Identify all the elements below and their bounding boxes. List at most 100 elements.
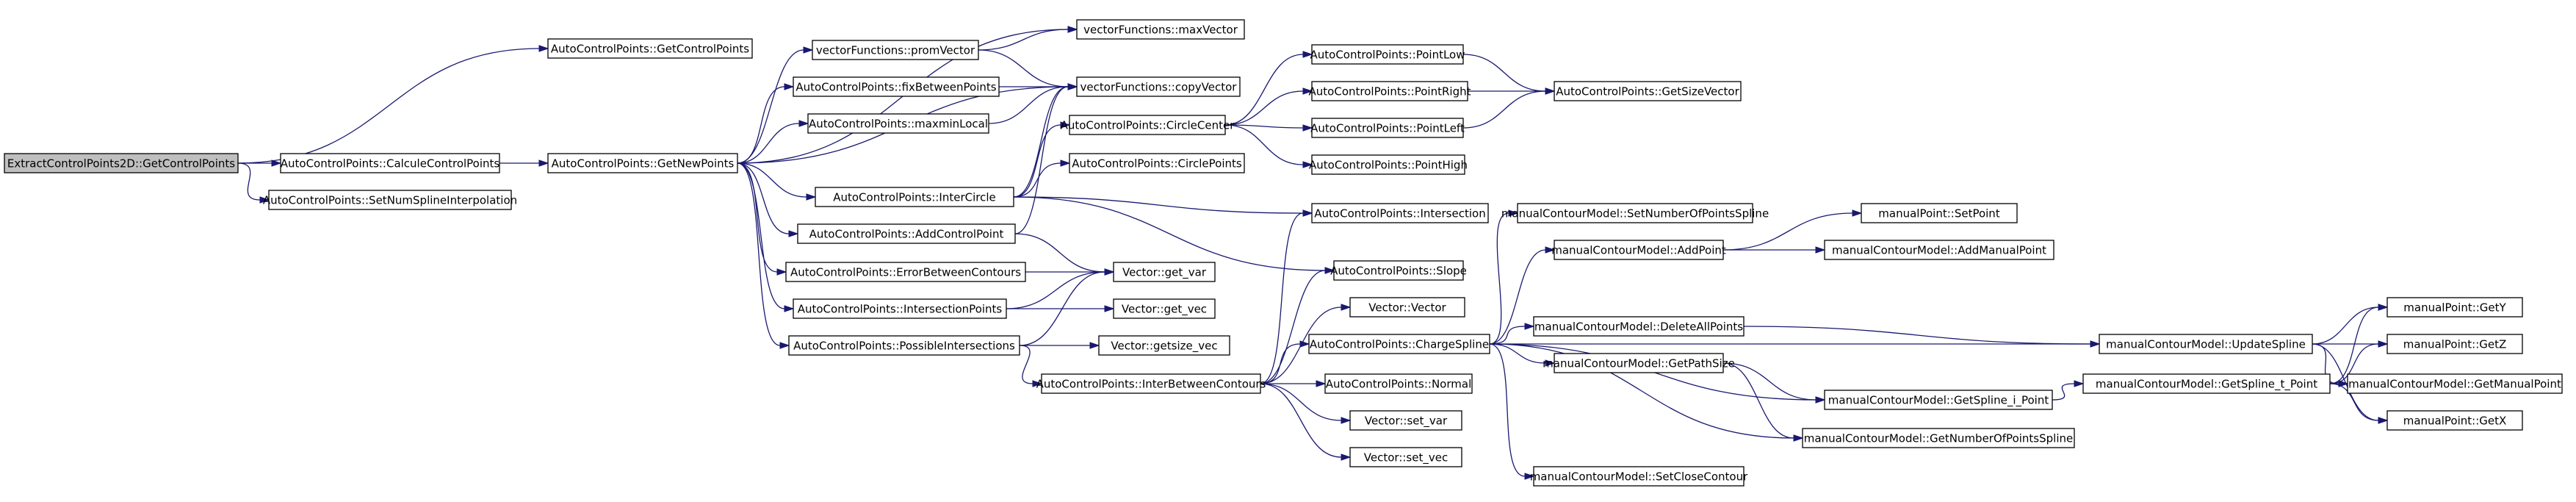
function-node[interactable]: manualContourModel::GetSpline_t_Point bbox=[2082, 373, 2331, 394]
call-edge bbox=[1722, 209, 1863, 251]
function-node[interactable]: Vector::Vector bbox=[1349, 297, 1465, 318]
call-edge bbox=[1489, 343, 1535, 480]
function-node[interactable]: manualContourModel::AddManualPoint bbox=[1824, 240, 2054, 260]
node-label: AutoControlPoints::SetNumSplineInterpola… bbox=[263, 194, 517, 207]
call-edge bbox=[1743, 326, 2101, 348]
function-node[interactable]: manualContourModel::GetManualPoint bbox=[2347, 373, 2563, 394]
edge-line bbox=[1006, 271, 1105, 309]
function-node[interactable]: AutoControlPoints::ChargeSpline bbox=[1308, 334, 1490, 354]
call-edge bbox=[237, 45, 549, 164]
edge-line bbox=[1224, 124, 1304, 165]
function-node[interactable]: manualPoint::GetZ bbox=[2386, 334, 2523, 354]
function-node[interactable]: manualContourModel::AddPoint bbox=[1551, 240, 1726, 260]
function-node[interactable]: manualContourModel::SetCloseContour bbox=[1530, 466, 1748, 487]
function-node[interactable]: AutoControlPoints::GetControlPoints bbox=[547, 38, 753, 59]
function-node[interactable]: manualPoint::GetX bbox=[2386, 410, 2523, 431]
function-node[interactable]: AutoControlPoints::SetNumSplineInterpola… bbox=[263, 190, 517, 210]
arrowhead-icon bbox=[1815, 396, 1826, 404]
function-node[interactable]: AutoControlPoints::CalculeControlPoints bbox=[280, 153, 500, 173]
function-node[interactable]: Vector::getsize_vec bbox=[1098, 335, 1230, 356]
arrowhead-icon bbox=[2378, 304, 2389, 311]
function-node[interactable]: Vector::get_var bbox=[1113, 262, 1216, 282]
edge-line bbox=[1260, 343, 1301, 384]
node-box bbox=[2099, 334, 2313, 354]
function-node[interactable]: Vector::set_vec bbox=[1349, 447, 1462, 467]
function-node[interactable]: manualContourModel::GetNumberOfPointsSpl… bbox=[1802, 428, 2075, 448]
node-label: AutoControlPoints::CalculeControlPoints bbox=[281, 157, 500, 171]
node-box bbox=[815, 187, 1014, 207]
edge-line bbox=[1260, 383, 1342, 458]
node-label: Vector::set_vec bbox=[1364, 451, 1448, 465]
function-node[interactable]: AutoControlPoints::ErrorBetweenContours bbox=[785, 262, 1026, 282]
root-function-node[interactable]: ExtractControlPoints2D::GetControlPoints bbox=[4, 153, 239, 173]
function-node[interactable]: vectorFunctions::maxVector bbox=[1076, 19, 1245, 40]
function-node[interactable]: AutoControlPoints::maxminLocal bbox=[807, 113, 989, 134]
function-node[interactable]: AutoControlPoints::InterCircle bbox=[815, 187, 1014, 207]
arrowhead-icon bbox=[1545, 246, 1556, 254]
node-label: Vector::get_var bbox=[1122, 266, 1207, 280]
function-node[interactable]: AutoControlPoints::IntersectionPoints bbox=[793, 298, 1007, 319]
node-label: vectorFunctions::maxVector bbox=[1083, 24, 1238, 37]
call-edge bbox=[1019, 345, 1043, 387]
edge-line bbox=[1013, 196, 1304, 214]
call-edge bbox=[1224, 124, 1313, 168]
function-node[interactable]: AutoControlPoints::GetSizeVector bbox=[1554, 81, 1742, 101]
function-node[interactable]: manualContourModel::GetSpline_i_Point bbox=[1824, 390, 2053, 410]
function-node[interactable]: manualContourModel::DeleteAllPoints bbox=[1533, 316, 1745, 337]
node-label: manualPoint::GetX bbox=[2403, 415, 2507, 428]
edge-line bbox=[737, 123, 800, 164]
function-node[interactable]: AutoControlPoints::PointHigh bbox=[1309, 154, 1468, 175]
node-box bbox=[4, 153, 239, 173]
function-node[interactable]: manualContourModel::UpdateSpline bbox=[2099, 334, 2313, 354]
call-edge bbox=[1260, 209, 1313, 384]
function-node[interactable]: AutoControlPoints::AddControlPoint bbox=[797, 223, 1016, 244]
node-label: AutoControlPoints::GetControlPoints bbox=[551, 43, 749, 56]
call-edge bbox=[1013, 196, 1313, 217]
function-node[interactable]: vectorFunctions::copyVector bbox=[1076, 76, 1241, 97]
function-node[interactable]: AutoControlPoints::InterBetweenContours bbox=[1036, 373, 1266, 394]
call-edge bbox=[238, 159, 282, 167]
node-box bbox=[1311, 154, 1465, 175]
node-label: AutoControlPoints::InterCircle bbox=[833, 191, 996, 204]
function-node[interactable]: AutoControlPoints::PointLow bbox=[1310, 44, 1465, 65]
function-node[interactable]: AutoControlPoints::Normal bbox=[1324, 373, 1473, 394]
node-box bbox=[1069, 115, 1226, 135]
function-node[interactable]: AutoControlPoints::fixBetweenPoints bbox=[793, 76, 1000, 97]
node-box bbox=[1098, 335, 1230, 356]
function-node[interactable]: AutoControlPoints::GetNewPoints bbox=[547, 153, 738, 173]
function-node[interactable]: AutoControlPoints::PointRight bbox=[1309, 81, 1471, 101]
node-label: AutoControlPoints::IntersectionPoints bbox=[798, 303, 1003, 316]
function-node[interactable]: AutoControlPoints::CircleCenter bbox=[1061, 115, 1235, 135]
edge-line bbox=[737, 162, 790, 234]
function-node[interactable]: AutoControlPoints::Slope bbox=[1330, 260, 1467, 281]
function-node[interactable]: AutoControlPoints::PossibleIntersections bbox=[788, 335, 1020, 356]
node-label: AutoControlPoints::PointRight bbox=[1309, 85, 1471, 98]
node-label: manualContourModel::AddPoint bbox=[1551, 244, 1726, 257]
function-node[interactable]: AutoControlPoints::PointLeft bbox=[1310, 118, 1465, 138]
function-node[interactable]: manualPoint::SetPoint bbox=[1861, 203, 2018, 223]
edge-line bbox=[1722, 362, 1794, 439]
arrowhead-icon bbox=[1089, 342, 1100, 349]
node-box bbox=[1824, 390, 2053, 410]
function-node[interactable]: manualContourModel::GetPathSize bbox=[1543, 353, 1735, 373]
function-node[interactable]: AutoControlPoints::CirclePoints bbox=[1069, 153, 1245, 173]
function-node[interactable]: vectorFunctions::promVector bbox=[812, 40, 979, 60]
function-node[interactable]: manualContourModel::SetNumberOfPointsSpl… bbox=[1501, 203, 1769, 223]
node-box bbox=[1349, 297, 1465, 318]
node-box bbox=[812, 40, 979, 60]
function-node[interactable]: Vector::set_var bbox=[1349, 410, 1462, 431]
arrowhead-icon bbox=[1545, 87, 1556, 95]
arrowhead-icon bbox=[2378, 417, 2389, 424]
call-edge bbox=[499, 159, 549, 167]
call-edge bbox=[1260, 267, 1335, 384]
edge-line bbox=[1260, 383, 1342, 421]
call-edge bbox=[737, 162, 790, 349]
edge-line bbox=[737, 86, 785, 164]
function-node[interactable]: AutoControlPoints::Intersection bbox=[1311, 203, 1489, 223]
function-node[interactable]: manualPoint::GetY bbox=[2386, 297, 2523, 318]
edge-line bbox=[1489, 249, 1546, 345]
function-node[interactable]: Vector::get_vec bbox=[1113, 298, 1216, 319]
arrowhead-icon bbox=[1341, 304, 1352, 311]
call-edge bbox=[737, 162, 795, 312]
edge-line bbox=[1722, 362, 1816, 401]
